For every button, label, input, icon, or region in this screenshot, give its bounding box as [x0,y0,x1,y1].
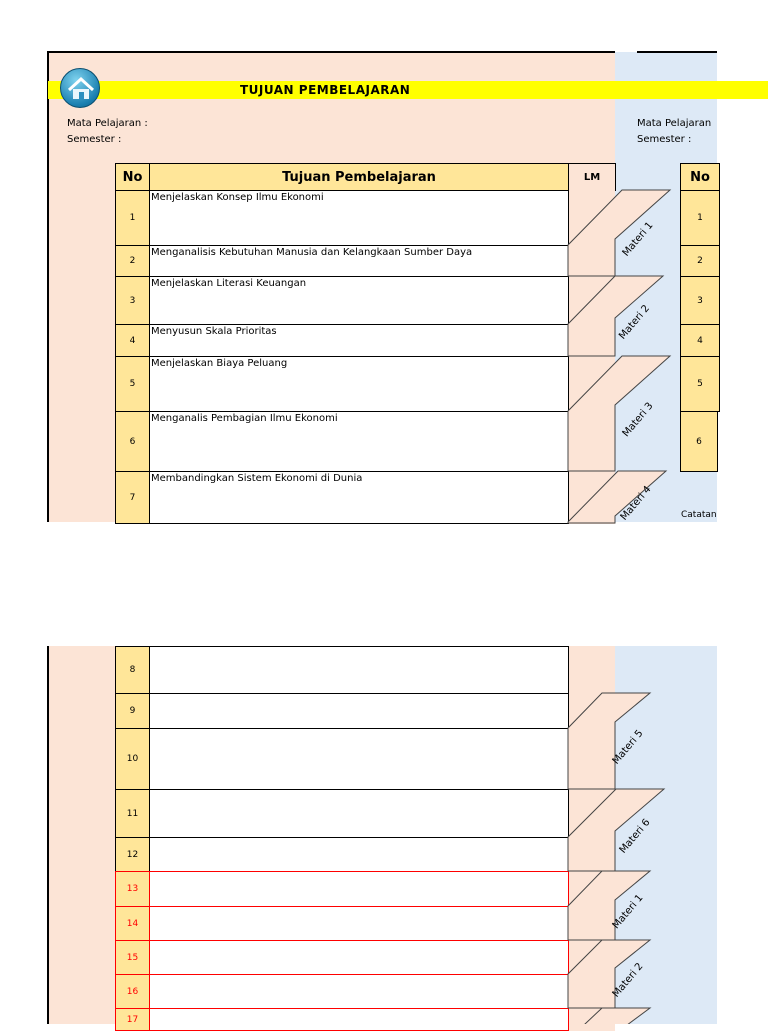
row-number: 7 [115,471,150,524]
sheet1-top-border-right [637,51,717,53]
tujuan-cell[interactable]: Menjelaskan Biaya Peluang [149,356,569,412]
semester-label-right: Semester : [637,134,692,145]
sheet2-left-border [47,646,49,1024]
materi-shape [584,1007,652,1024]
header-no-right: No [680,163,720,191]
tujuan-cell[interactable] [149,837,569,872]
catatan-label: Catatan [681,510,717,520]
materi-shape [567,275,665,357]
row-number: 5 [115,356,150,412]
row-number: 14 [115,906,150,941]
semester-label: Semester : [67,134,122,145]
materi-shape [567,189,672,277]
home-button[interactable] [60,68,100,108]
right-row-number: 5 [680,356,720,412]
page-title: TUJUAN PEMBELAJARAN [240,83,411,97]
home-icon [67,76,95,99]
tujuan-cell[interactable] [149,789,569,838]
materi-label: Materi 3 [621,401,656,440]
materi-shape [567,692,652,790]
mata-pelajaran-label: Mata Pelajaran : [67,118,148,129]
sheet1-left-border [47,51,49,522]
right-row-number: 3 [680,276,720,325]
sheet1-top-border [48,51,615,53]
tujuan-cell[interactable] [149,974,569,1009]
row-number: 15 [115,940,150,975]
right-row-number: 1 [680,190,720,246]
row-number: 9 [115,693,150,729]
mata-pelajaran-label-right: Mata Pelajaran [637,118,712,129]
tujuan-cell[interactable]: Menjelaskan Literasi Keuangan [149,276,569,325]
materi-shape [567,355,672,472]
header-lm: LM [568,163,616,191]
right-row-number: 2 [680,245,720,277]
materi-shape [567,788,666,872]
title-bar [48,81,768,99]
right-row-number: 6 [680,411,718,472]
tujuan-cell[interactable]: Menyusun Skala Prioritas [149,324,569,357]
row-number: 13 [115,871,150,907]
tujuan-cell[interactable] [149,728,569,790]
tujuan-cell[interactable]: Membandingkan Sistem Ekonomi di Dunia [149,471,569,524]
materi-label: Materi 5 [611,728,646,767]
tujuan-cell[interactable] [149,693,569,729]
tujuan-cell[interactable] [149,871,569,907]
tujuan-cell[interactable]: Menjelaskan Konsep Ilmu Ekonomi [149,190,569,246]
lm-cell[interactable] [569,646,615,694]
materi-shape [567,470,668,524]
sheet2-side-bg [615,646,717,1024]
